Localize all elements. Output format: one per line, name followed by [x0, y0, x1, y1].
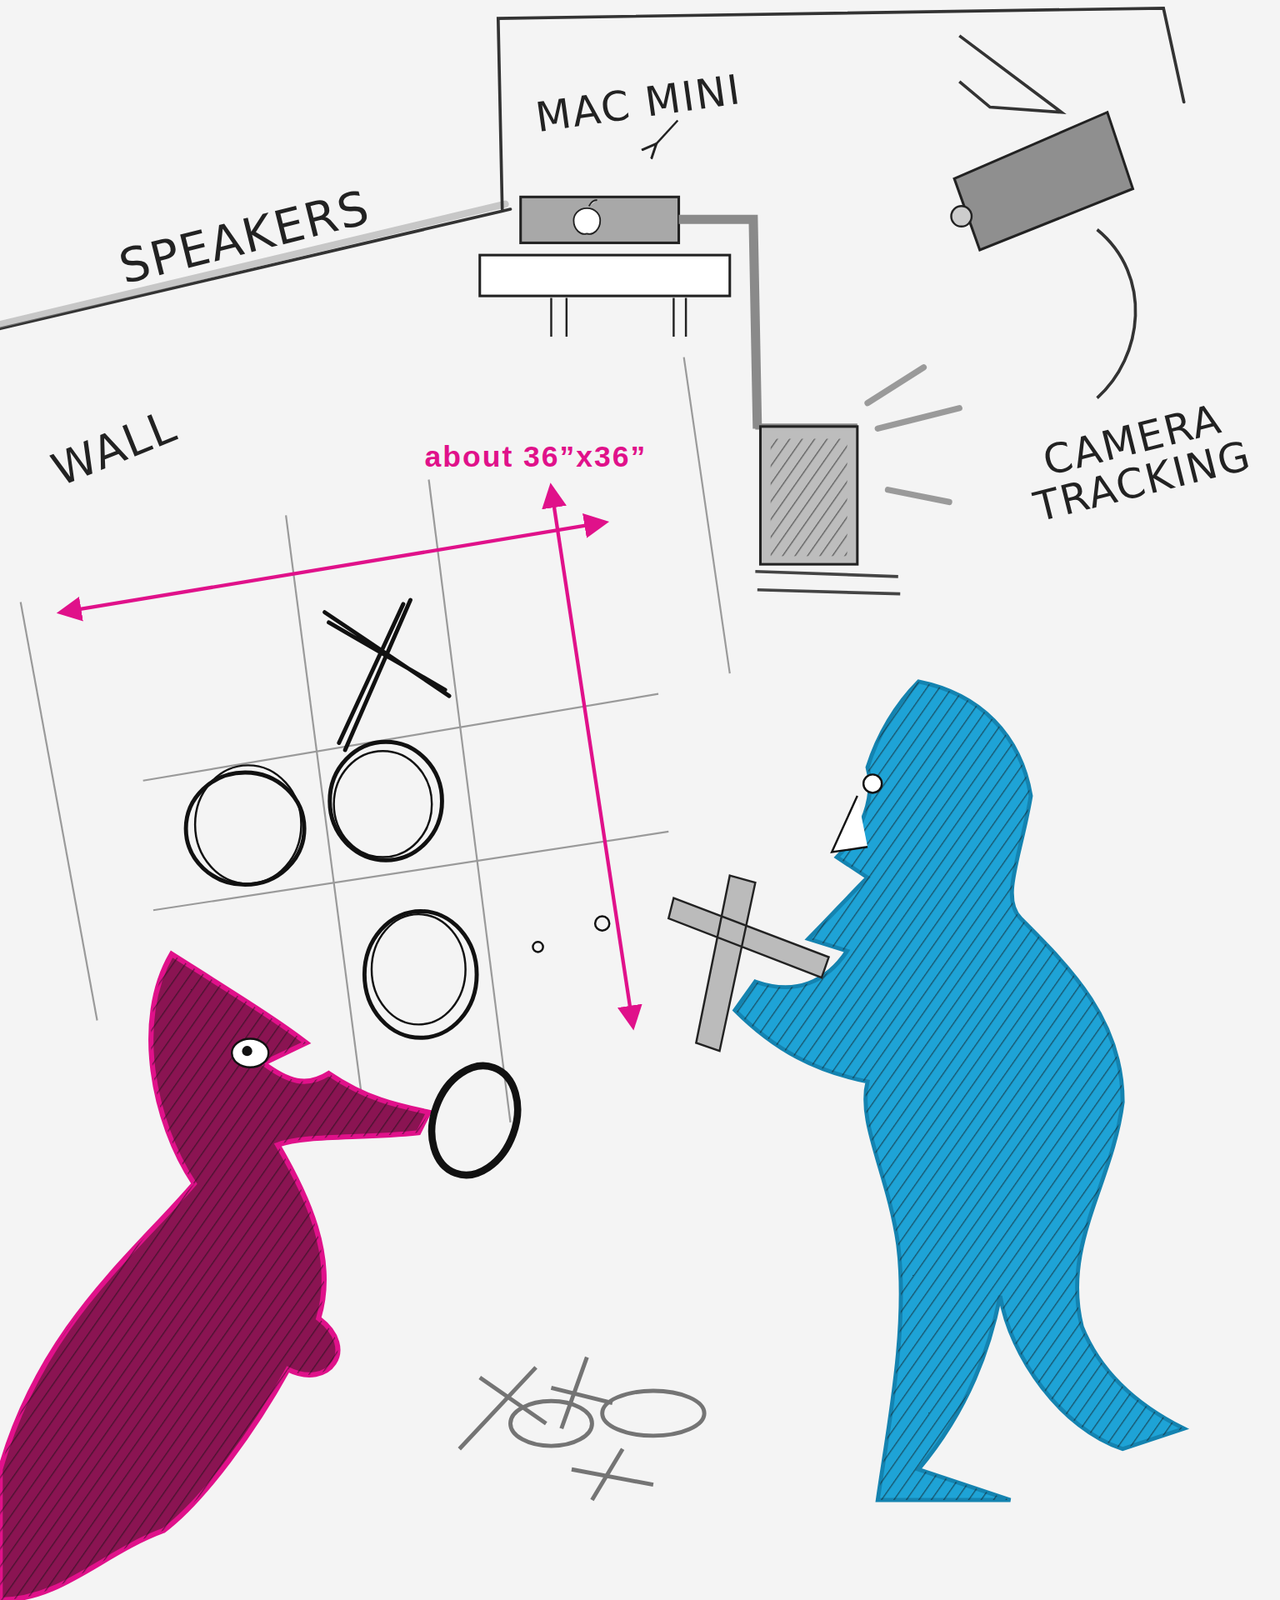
doodle-strokes [459, 1357, 654, 1500]
player-eye [241, 1045, 252, 1056]
camera-base [755, 571, 900, 595]
height-arrow [550, 487, 633, 1025]
player-face [831, 795, 868, 852]
shelf [480, 255, 730, 296]
mac-mini [480, 120, 730, 337]
shelf-legs [550, 298, 686, 338]
speakers-label: SPEAKERS [115, 181, 375, 292]
motion-lines [867, 367, 960, 503]
o-mark [371, 914, 466, 1025]
tracking-camera [755, 367, 960, 595]
mac-mini-box [520, 196, 680, 243]
wall-label: WALL [45, 402, 184, 495]
grid-line [153, 831, 669, 910]
x-mark [325, 600, 450, 750]
camera-label: CAMERA TRACKING [994, 386, 1280, 537]
o-token [417, 1053, 533, 1187]
x-token [668, 875, 829, 1052]
doodle-o [602, 1390, 705, 1436]
o-mark [364, 910, 477, 1038]
grid-line [684, 357, 730, 675]
width-arrow [61, 522, 605, 613]
player-hatching [735, 681, 1185, 1500]
projector-body [954, 112, 1133, 250]
player-hatching [0, 954, 429, 1600]
o-mark [185, 772, 305, 885]
grid-line [20, 601, 98, 1020]
magenta-player [0, 954, 532, 1600]
dot-mark [532, 941, 543, 952]
apple-logo [573, 200, 600, 235]
player-face [231, 1039, 269, 1068]
grid-line [285, 515, 363, 1102]
computer-label: MAC MINI [532, 68, 744, 140]
doodle-o [510, 1400, 592, 1446]
dimension-arrows [61, 487, 634, 1025]
camera-shading [770, 439, 848, 557]
o-mark [330, 741, 443, 860]
grid-line [143, 694, 659, 781]
game-grid [20, 357, 730, 1123]
blue-player [668, 681, 1184, 1500]
o-mark [195, 765, 301, 884]
camera-body [760, 426, 857, 565]
game-marks [185, 600, 610, 1038]
projector-lens [950, 205, 971, 226]
o-mark [334, 750, 433, 857]
player-eye [863, 774, 882, 793]
leader-arrow [655, 120, 678, 145]
dot-mark [595, 916, 610, 931]
player-body [735, 681, 1185, 1500]
player-body [0, 954, 429, 1600]
projector [950, 35, 1135, 399]
projector-cable [1097, 230, 1136, 399]
projector-mount [959, 35, 1061, 113]
wall-outline [0, 8, 1184, 329]
dimension-label: about 36”x36” [425, 441, 648, 473]
floor-doodle [459, 1357, 705, 1500]
